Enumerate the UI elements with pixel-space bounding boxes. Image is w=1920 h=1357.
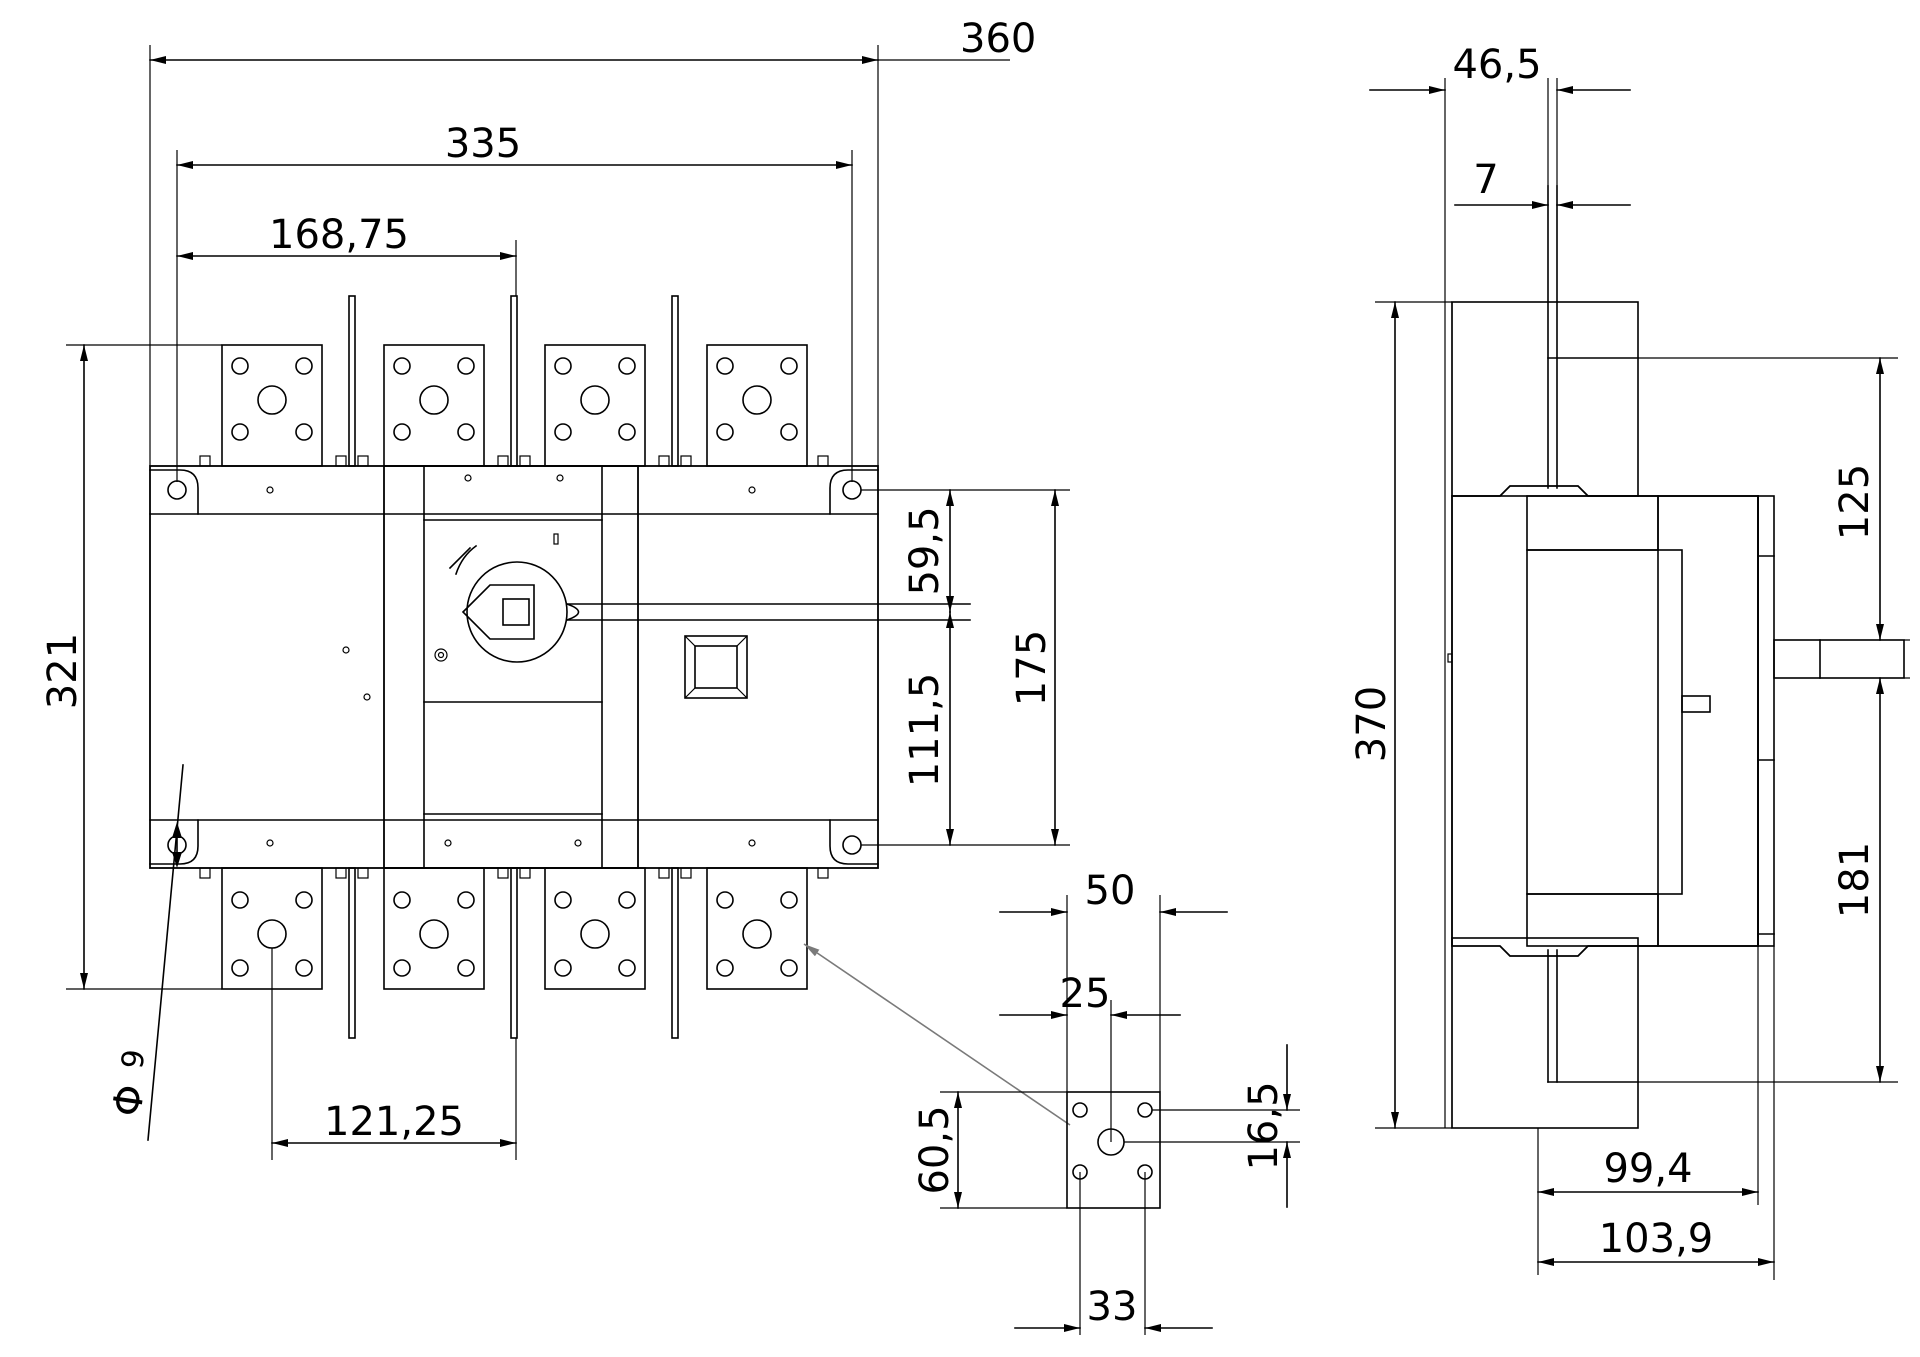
side-dimension-lines xyxy=(1369,78,1910,1280)
front-view: 360 335 168,75 321 Φ 9 59,5 111,5 175 12… xyxy=(40,16,1071,1160)
operating-handle xyxy=(448,544,971,663)
dim-terminal-width: 50 xyxy=(1085,868,1136,914)
dim-side-height: 370 xyxy=(1349,686,1395,762)
dim-lower-terminal: 181 xyxy=(1832,842,1878,918)
dim-half-width: 168,75 xyxy=(269,212,409,258)
terminal xyxy=(221,867,323,990)
dim-mounting-width: 335 xyxy=(445,121,521,167)
dim-mounting-height: 175 xyxy=(1009,630,1055,706)
terminal xyxy=(544,867,646,990)
dim-hole-diameter: 9 xyxy=(115,1047,152,1071)
dim-overall-width: 360 xyxy=(960,16,1036,62)
dim-height: 321 xyxy=(40,633,86,709)
terminal xyxy=(383,867,485,990)
dim-upper-terminal: 125 xyxy=(1832,464,1878,540)
terminal xyxy=(706,867,808,990)
dim-terminal-pitch: 121,25 xyxy=(324,1099,464,1145)
terminal xyxy=(383,344,485,467)
dim-terminal-depth: 46,5 xyxy=(1452,42,1541,88)
dim-hole-pitch: 33 xyxy=(1087,1284,1138,1330)
dim-terminal-thickness: 7 xyxy=(1473,157,1498,203)
switch-housing xyxy=(149,465,879,869)
terminal xyxy=(706,344,808,467)
terminal xyxy=(221,344,323,467)
side-view: 46,5 7 370 125 181 99,4 103,9 xyxy=(1349,42,1910,1280)
dim-body-depth: 99,4 xyxy=(1603,1146,1692,1192)
mounting-holes xyxy=(167,480,862,855)
top-terminals xyxy=(199,295,829,467)
dim-hole-offset: 16,5 xyxy=(1241,1081,1287,1170)
terminal xyxy=(544,344,646,467)
dim-overall-depth: 103,9 xyxy=(1599,1216,1714,1262)
dim-diameter-symbol: Φ xyxy=(104,1082,154,1120)
dim-handle-top: 59,5 xyxy=(902,506,948,595)
front-dimension-lines xyxy=(66,45,1071,1160)
dim-handle-bottom: 111,5 xyxy=(902,673,948,788)
dim-terminal-center: 25 xyxy=(1060,971,1111,1017)
dim-terminal-height: 60,5 xyxy=(912,1105,958,1194)
bottom-terminals xyxy=(199,867,829,1039)
terminal-detail: 50 25 60,5 16,5 33 xyxy=(912,868,1300,1335)
